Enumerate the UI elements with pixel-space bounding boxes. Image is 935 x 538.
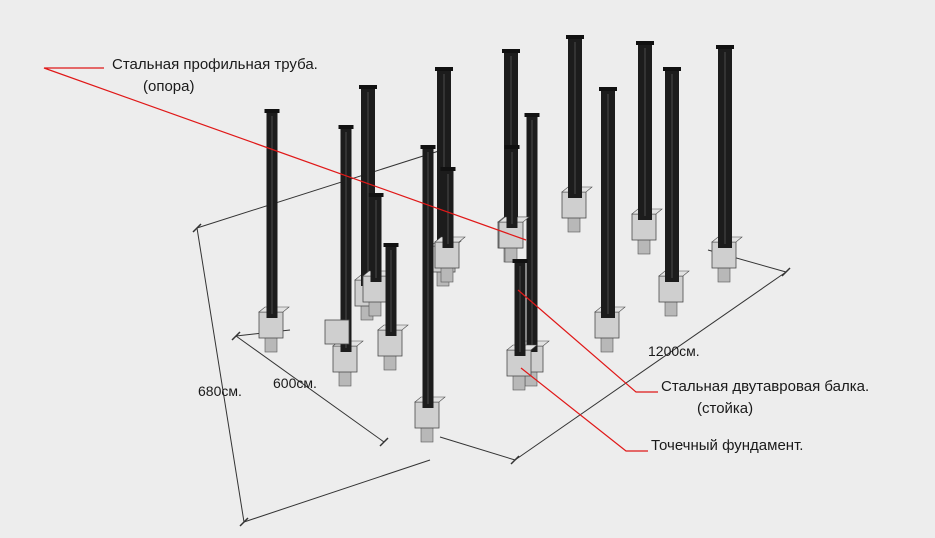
beam-label-line1: Стальная двутавровая балка. <box>661 378 870 395</box>
i-beam-post <box>561 35 593 233</box>
length-extension-left <box>439 436 516 461</box>
dimension-height: 680см. <box>198 383 242 399</box>
post-cap <box>264 109 280 113</box>
dimension-tick <box>379 437 389 447</box>
post-cap <box>599 87 617 91</box>
dimension-tick <box>239 517 249 527</box>
beam-leader-line <box>517 289 658 393</box>
post-cap <box>359 85 377 89</box>
post-cap <box>524 113 540 117</box>
post-cap <box>663 67 681 71</box>
post-cap <box>716 45 734 49</box>
dimension-tick <box>231 331 241 341</box>
profile-pipe-post <box>332 125 364 387</box>
pipe-label-line1: Стальная профильная труба. <box>112 56 318 73</box>
profile-pipe-post <box>362 193 394 317</box>
height-extension-bottom <box>243 459 431 523</box>
profile-pipe-post <box>498 145 530 263</box>
length-dimension-line <box>514 271 787 461</box>
beam-label-line2: (стойка) <box>697 400 754 417</box>
dimension-width: 600см. <box>273 375 317 391</box>
post-cap <box>420 145 436 149</box>
dimension-length: 1200см. <box>648 343 700 359</box>
post-cap <box>338 125 354 129</box>
post-cap <box>636 41 654 45</box>
post-cap <box>440 167 456 171</box>
pipe-leader-line <box>43 67 527 241</box>
posts <box>258 35 743 443</box>
i-beam-post <box>711 45 743 283</box>
height-dimension-line <box>196 227 245 523</box>
dimension-lines <box>192 149 791 527</box>
i-beam-post <box>631 41 663 255</box>
post-cap <box>566 35 584 39</box>
foundation-leader-line <box>520 367 648 452</box>
post-cap <box>435 67 453 71</box>
profile-pipe-post <box>506 259 538 391</box>
i-beam-post <box>594 87 626 353</box>
post-cap <box>504 145 520 149</box>
profile-pipe-post <box>414 145 446 443</box>
post-cap <box>512 259 528 263</box>
dimension-tick <box>510 455 520 465</box>
profile-pipe-post <box>434 167 466 283</box>
leader-lines <box>43 67 658 452</box>
profile-pipe-post <box>377 243 409 371</box>
i-beam-post <box>658 67 690 317</box>
post-cap <box>383 243 399 247</box>
post-cap <box>368 193 384 197</box>
pipe-label-line2: (опора) <box>143 78 195 95</box>
post-cap <box>502 49 520 53</box>
dimension-tick <box>781 267 791 277</box>
width-dimension-line <box>235 335 385 443</box>
foundation-label: Точечный фундамент. <box>651 437 804 454</box>
loose-foundation-block <box>324 319 350 345</box>
dimension-tick <box>192 223 202 233</box>
profile-pipe-post <box>258 109 290 353</box>
height-extension-top <box>196 149 443 229</box>
